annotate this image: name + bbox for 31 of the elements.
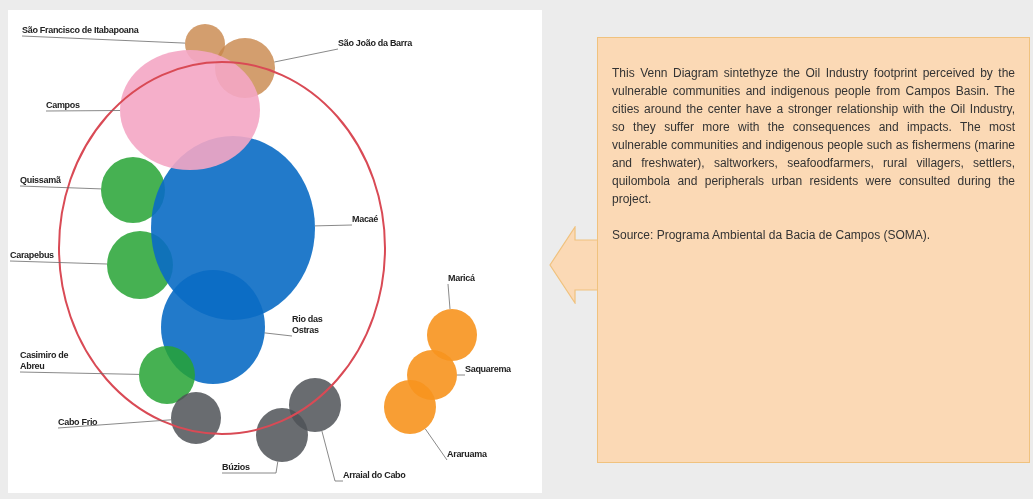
leader-line [221,461,279,474]
leader-line [57,419,172,429]
leader-line [9,260,108,265]
leader-line [456,374,466,376]
city-label: Arraial do Cabo [343,470,419,481]
city-label: Carapebus [10,250,68,261]
city-label: Rio das Ostras [292,314,336,336]
city-label: Quissamã [20,175,70,186]
city-label: Búzios [222,462,260,473]
source-note: Source: Programa Ambiental da Bacia de Campos (SOMA). [612,227,932,244]
leader-line [264,332,293,337]
city-label: Saquarema [465,364,521,375]
city-label: Cabo Frio [58,417,108,428]
leader-line [19,185,102,190]
callout-box [597,37,1030,463]
city-label: São João da Barra [338,38,423,49]
leader-line [274,48,339,63]
city-label: Macaé [352,214,388,225]
city-label: Maricá [448,273,484,284]
leader-line [314,224,353,227]
leader-line [424,428,448,461]
city-label: Casimiro de Abreu [20,350,72,372]
leader-line [447,283,451,310]
leader-line [19,371,140,375]
city-label: Araruama [447,449,497,460]
city-label: São Francisco de Itabapoana [22,25,162,36]
description-paragraph: This Venn Diagram sintethyze the Oil Industry footprint perceived by the vulnerable communities and indigenous people from Campos Basin. The cities around the center have a stronger relationship with the Oil Industry, so they suffer more with the consequences and impacts. The most vulnerable communities and indigenous people such as fishermens (marine and freshwater), saltworkers, seafoodfarmers, rural villagers, settlers, quilombola and peripherals urban residents were consulted during the project. [612,65,1015,208]
city-label: Campos [46,100,91,111]
leader-line [45,110,121,112]
leader-line [21,35,186,44]
leader-line [321,430,344,482]
